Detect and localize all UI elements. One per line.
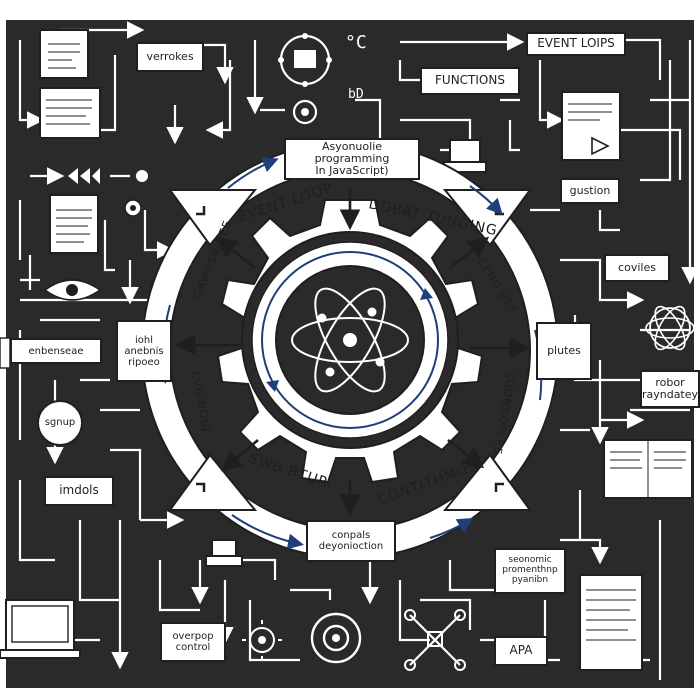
rewind-icon <box>68 168 100 184</box>
iohl-box: iohl anebnis ripoeo <box>116 320 172 382</box>
variables-box: verrokes <box>136 42 204 72</box>
browser-window-icon <box>39 87 101 139</box>
play-icon <box>561 91 621 161</box>
sgnup-bubble <box>37 400 83 446</box>
enbenseae-box: enbenseae <box>10 338 102 364</box>
title-box: Asyonuolie programming In JavaScript) <box>284 138 420 180</box>
printer-icon <box>443 139 487 173</box>
gustion-box: gustion <box>560 178 620 204</box>
document-icon <box>39 29 89 79</box>
functions-box: FUNCTIONS <box>420 67 520 95</box>
central-wheel <box>141 141 559 559</box>
document-icon <box>49 194 99 254</box>
laptop-icon <box>0 599 81 659</box>
imdols-box: imdols <box>44 476 114 506</box>
lightbulb-icon <box>136 170 148 182</box>
degree-glyph: °C <box>345 32 367 53</box>
sun-gear-icon <box>242 620 282 660</box>
plutes-box: plutes <box>536 322 592 380</box>
crossed-tools-icon <box>404 609 466 671</box>
compals-box: conpals deyonioction <box>306 520 396 562</box>
overpop-control-box: overpop control <box>160 622 226 662</box>
gear-icon <box>292 99 318 125</box>
printer-icon <box>205 539 243 567</box>
atom-icon <box>291 287 409 393</box>
coviles-box: coviles <box>604 254 670 282</box>
monitor-icon <box>0 337 11 369</box>
eye-icon <box>43 279 102 301</box>
seonomic-box: seonomic promenthnp pyanibn <box>494 548 566 594</box>
gear-icon <box>310 612 362 664</box>
monitor-icon <box>603 439 693 499</box>
webcam-icon <box>124 199 142 217</box>
radial-arrows <box>174 188 531 516</box>
bd-glyph: bD <box>348 87 364 102</box>
connector-lines <box>18 21 699 680</box>
event-loops-box: EVENT LOIPS <box>526 32 626 56</box>
atom-icon <box>645 305 695 351</box>
network-node-icon <box>278 33 332 87</box>
apa-box: APA <box>494 636 548 666</box>
sgnup-label: sgnup <box>44 416 76 428</box>
document-icon <box>579 574 643 671</box>
robor-box: robor rayndatey <box>640 370 700 408</box>
